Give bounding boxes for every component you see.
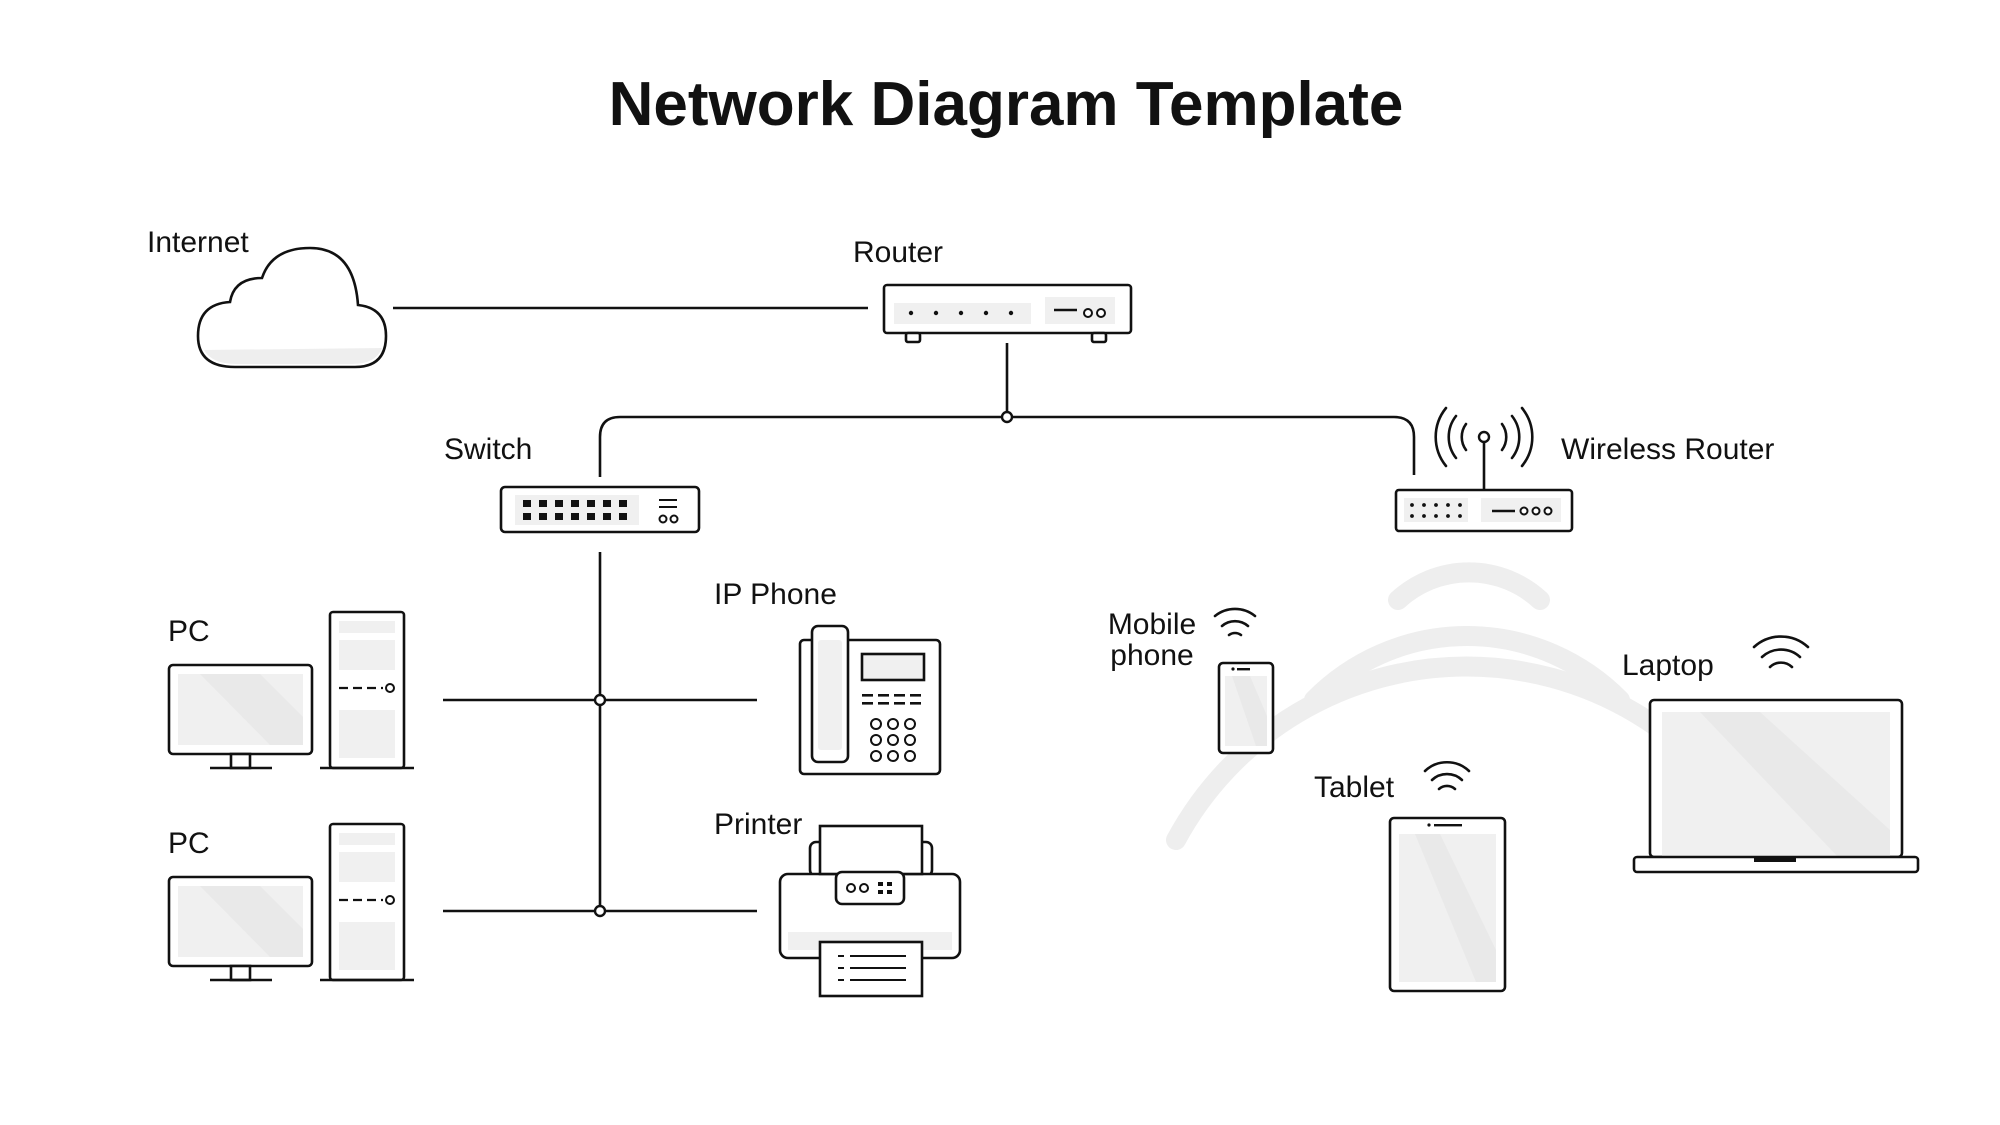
ip-phone-node: IP Phone	[714, 578, 942, 776]
mobile-phone-icon	[1217, 661, 1275, 755]
internet-label: Internet	[147, 226, 249, 259]
wireless-router-label: Wireless Router	[1561, 433, 1774, 466]
ip-phone-icon	[798, 624, 942, 776]
laptop-node: Laptop	[1622, 635, 1920, 874]
wifi-icon	[1213, 607, 1257, 637]
switch-node: Switch	[444, 433, 701, 534]
wireless-router-node: Wireless Router	[1394, 406, 1774, 533]
switch-icon	[499, 485, 701, 534]
pc-node-2: PC	[167, 822, 414, 982]
junction-node	[1000, 410, 1014, 424]
junction-node	[593, 904, 607, 918]
pc-icon	[167, 610, 414, 770]
router-label: Router	[853, 236, 943, 269]
antenna-signal-waves	[1434, 406, 1534, 468]
pc-label-1: PC	[168, 615, 210, 648]
internet-node: Internet	[147, 226, 388, 369]
router-wireless-link	[1007, 415, 1416, 475]
cloud-icon	[196, 246, 388, 369]
ip-phone-label: IP Phone	[714, 578, 837, 611]
mobile-phone-label-line-2: phone	[1110, 639, 1193, 672]
wifi-icon	[1423, 761, 1471, 791]
mobile-phone-node: Mobile phone	[1108, 607, 1275, 755]
printer-label: Printer	[714, 808, 802, 841]
pc-icon	[167, 822, 414, 982]
printer-icon	[778, 824, 962, 998]
laptop-label: Laptop	[1622, 649, 1714, 682]
printer-node: Printer	[714, 808, 962, 998]
junction-node	[593, 693, 607, 707]
tablet-node: Tablet	[1314, 761, 1507, 993]
switch-label: Switch	[444, 433, 532, 466]
mobile-phone-label-line-1: Mobile	[1108, 608, 1196, 641]
page-title: Network Diagram Template	[609, 70, 1404, 139]
router-switch-link	[598, 415, 1007, 477]
laptop-icon	[1632, 698, 1920, 874]
router-node: Router	[853, 236, 1133, 344]
pc-node-1: PC	[167, 610, 414, 770]
tablet-label: Tablet	[1314, 771, 1395, 804]
router-icon	[882, 283, 1133, 344]
connection-lines	[393, 306, 1416, 918]
tablet-icon	[1388, 816, 1507, 993]
pc-label-2: PC	[168, 827, 210, 860]
wifi-icon	[1752, 635, 1810, 669]
wireless-router-icon	[1394, 406, 1574, 533]
